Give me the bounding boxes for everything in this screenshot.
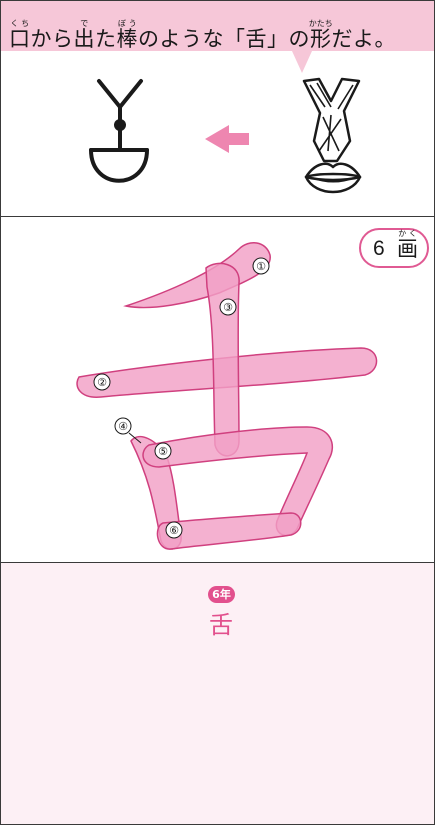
mouth-with-tongue-illustration-icon <box>302 77 362 194</box>
origin-panel <box>1 51 434 216</box>
stroke-count-badge: 6 画かく <box>359 228 429 268</box>
stroke-count-unit: 画かく <box>397 229 418 261</box>
stroke-order-panel: ① ② ③ ④ ⑤ ⑥ <box>1 217 434 562</box>
stroke-label-6: ⑥ <box>169 524 179 537</box>
grade-kanji: 舌 <box>209 611 233 639</box>
stroke-label-3: ③ <box>223 301 233 314</box>
stroke-label-1: ① <box>256 260 266 273</box>
caption-ruby-kuchi: 口くち <box>9 19 31 51</box>
caption-banner: 口くちから出でた棒ぼうのような「舌」の形かたちだよ。 <box>1 1 434 51</box>
caption-text: 口くちから出でた棒ぼうのような「舌」の形かたちだよ。 <box>9 19 396 52</box>
caption-text-segment: た <box>95 27 117 51</box>
stroke-6 <box>156 512 302 550</box>
caption-ruby-de: 出で <box>73 19 96 51</box>
grade-panel <box>1 563 434 824</box>
caption-pointer <box>292 51 312 73</box>
caption-text-segment: だよ。 <box>331 27 396 51</box>
origin-figure <box>89 77 362 194</box>
stroke-order-diagram: ① ② ③ ④ ⑤ ⑥ <box>76 242 378 550</box>
left-arrow-icon <box>205 125 249 153</box>
stroke-1 <box>123 242 271 309</box>
caption-ruby-bou: 棒ぼう <box>116 19 139 51</box>
caption-text-segment: から <box>30 27 74 51</box>
divider <box>1 562 434 563</box>
divider <box>1 216 434 217</box>
stroke-count-number: 6 <box>373 237 385 260</box>
caption-ruby-katachi: 形かたち <box>308 19 333 51</box>
stroke-label-4: ④ <box>118 420 128 433</box>
stroke-label-5: ⑤ <box>158 445 168 458</box>
stroke-label-2: ② <box>97 376 107 389</box>
caption-text-segment: のような「舌」の <box>138 27 310 51</box>
oracle-bone-tongue-glyph-icon <box>89 79 149 183</box>
grade-badge: 6年 <box>208 586 235 603</box>
